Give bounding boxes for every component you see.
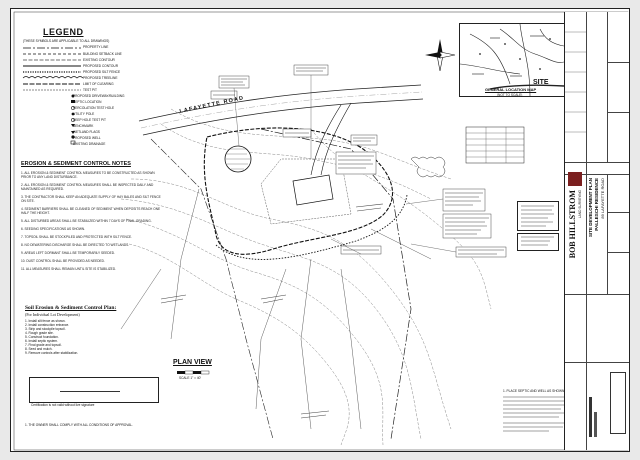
legend-title: LEGEND [43, 27, 84, 37]
sec-plan-item: 7. Final grade and topsoil. [25, 343, 62, 347]
legend-item: BENCHMARK [73, 124, 94, 128]
note-box-text [521, 205, 554, 246]
certification-box [29, 377, 159, 403]
sec-plan-title: Soil Erosion & Sediment Control Plan: [25, 305, 117, 311]
erosion-note: 10. DUST CONTROL SHALL BE PROVIDED AS NE… [21, 259, 105, 263]
legend-item: PROPOSED SILT FENCE [83, 70, 121, 74]
plan-drawing [13, 11, 629, 451]
sec-plan-item: 3. Strip and stockpile topsoil. [25, 327, 66, 331]
site-label: SITE [533, 79, 549, 86]
location-map-caption: GENERAL LOCATION MAP [485, 87, 537, 92]
bottom-note-right: 1. PLACE SEPTIC AND WELL AS SHOWN. [503, 389, 566, 393]
location-map-scale: (NOT TO SCALE) [497, 93, 523, 97]
sec-plan-item: 5. Construct foundation. [25, 335, 59, 339]
sec-plan-item: 2. Install construction entrance. [25, 323, 70, 327]
legend-symbols [22, 47, 84, 145]
plan-view-title: PLAN VIEW [173, 359, 212, 366]
legend-item: PROPOSED CONTOUR [83, 64, 119, 68]
legend-item: PROPERTY LINE [83, 45, 109, 49]
erosion-note: 4. SEDIMENT BARRIERS SHALL BE CLEANED OF… [21, 207, 161, 215]
company-name: BOB HILLSTROM [568, 190, 577, 259]
graphic-bar [594, 412, 597, 437]
title-block: SITE DEVELOPMENT PLAN PALLESCHI RESIDENC… [564, 12, 629, 450]
north-arrow-icon [425, 39, 456, 72]
legend-item: UTILITY POLE [73, 112, 95, 116]
sec-plan-item: 6. Install septic system. [25, 339, 58, 343]
sec-plan-item: 9. Remove controls after stabilization. [25, 351, 79, 355]
legend-item: PROPOSED WELL [73, 136, 101, 140]
erosion-notes-body: 1. ALL EROSION & SEDIMENT CONTROL MEASUR… [21, 171, 161, 281]
legend-item: WETLAND FLAGS [73, 130, 100, 134]
location-map [459, 23, 565, 97]
legend-item: EXISTING DRAINAGE [73, 142, 106, 146]
bottom-note-left: 1. THE OWNER SHALL COMPLY WITH ALL CONDI… [25, 423, 133, 427]
company-logo [568, 172, 582, 186]
company-subtitle: LAND SURVEYING [578, 190, 582, 219]
sec-plan-list: 1. Install silt fence as shown. 2. Insta… [25, 319, 155, 355]
sec-plan-item: 1. Install silt fence as shown. [25, 319, 66, 323]
erosion-note: 11. ALL MEASURES SHALL REMAIN UNTIL SITE… [21, 267, 117, 271]
legend-item: PROPOSED DRIVEWAY/BUILDING [73, 94, 125, 98]
legend-item: BUILDING SETBACK LINE [83, 52, 122, 56]
erosion-note: 9. AREAS LEFT DORMANT SHALL BE TEMPORARI… [21, 251, 115, 255]
certification-note: Certification is not valid without live … [31, 403, 95, 407]
erosion-note: 5. ALL DISTURBED AREAS SHALL BE STABILIZ… [21, 219, 152, 223]
legend-item: SEPTIC LOCATION [73, 100, 102, 104]
sec-plan-item: 8. Seed and mulch. [25, 347, 53, 351]
sec-plan-subtitle: (For Individual Lot Development) [25, 312, 80, 317]
erosion-note: 7. TOPSOIL SHALL BE STOCKPILED AND PROTE… [21, 235, 133, 239]
erosion-note: 3. THE CONTRACTOR SHALL KEEP AN ADEQUATE… [21, 195, 161, 203]
erosion-notes-title: EROSION & SEDIMENT CONTROL NOTES [21, 161, 131, 167]
legend-item: LIMIT OF CLEARING [83, 82, 114, 86]
graphic-bar [589, 397, 592, 437]
legend-item: PERCOLATION TEST HOLE [73, 106, 115, 110]
project-name: PALLESCHI RESIDENCE [594, 178, 599, 231]
plan-view-scale: SCALE 1" = 40' [179, 376, 202, 380]
drawing-sheet: LEGEND (THESE SYMBOLS ARE APPLICABLE TO … [10, 8, 630, 452]
bottom-note-right-box: 1. PLACE SEPTIC AND WELL AS SHOWN. [501, 389, 571, 437]
legend-item: EXISTING CONTOUR [83, 58, 115, 62]
sheet-number-box [610, 372, 626, 434]
sheet-title: SITE DEVELOPMENT PLAN [588, 178, 593, 238]
legend-item: PROPOSED TREELINE [83, 76, 118, 80]
note-box [517, 233, 559, 251]
erosion-note: 1. ALL EROSION & SEDIMENT CONTROL MEASUR… [21, 171, 155, 179]
legend-item: TEST PIT [83, 88, 97, 92]
legend-subtitle: (THESE SYMBOLS ARE APPLICABLE TO ALL DRA… [23, 39, 110, 43]
sec-plan-item: 4. Rough grade site. [25, 331, 54, 335]
erosion-note: 8. NO DEWATERING DISCHARGE SHALL BE DIRE… [21, 243, 130, 247]
project-location: 89 LAFAYETTE ROAD [600, 178, 605, 219]
legend-item: DEEP HOLE TEST PIT [73, 118, 106, 122]
erosion-note: 6. SEEDING SPECIFICATIONS AS SHOWN. [21, 227, 86, 231]
erosion-note: 2. ALL EROSION & SEDIMENT CONTROL MEASUR… [21, 183, 154, 191]
